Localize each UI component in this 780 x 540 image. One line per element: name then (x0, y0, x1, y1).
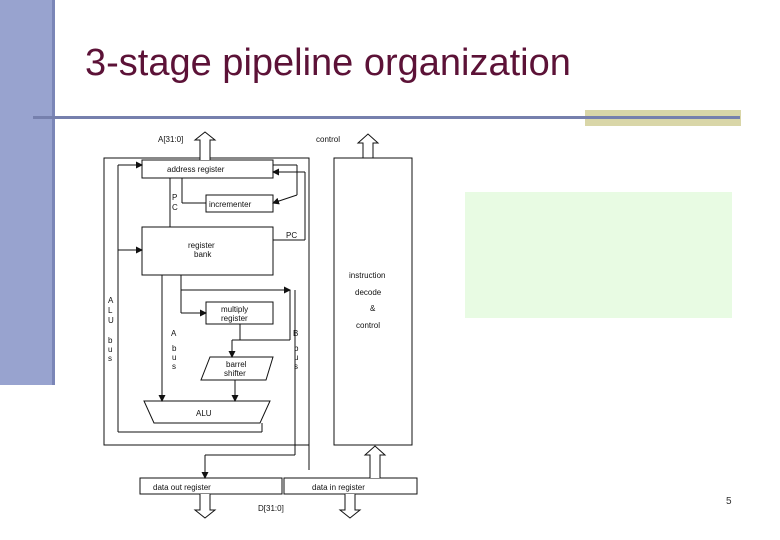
multiply-label-2: register (221, 314, 248, 323)
instruction-decode-box (333, 157, 413, 446)
barrel-label-1: barrel (226, 360, 247, 369)
left-accent-bar (0, 0, 52, 385)
data-out-register-box (139, 477, 283, 495)
alu-bus-char: A (108, 296, 114, 305)
a-bus-char: b (172, 344, 177, 353)
data-out-register-label: data out register (153, 483, 211, 492)
pc-left-label-p: P (172, 193, 177, 202)
register-bank-label-1: register (188, 241, 215, 250)
alu-bus-char: u (108, 345, 112, 354)
pc-left-label-c: C (172, 203, 178, 212)
green-highlight-box (465, 192, 732, 318)
alu-bus-char: U (108, 316, 114, 325)
barrel-label-2: shifter (224, 369, 246, 378)
alu-label: ALU (196, 409, 212, 418)
decode-label-2: decode (355, 288, 382, 297)
incrementer-label: incrementer (209, 200, 252, 209)
register-bank-label-2: bank (194, 250, 212, 259)
title-rule (33, 116, 740, 119)
b-bus-char: s (294, 362, 298, 371)
decode-label-4: control (356, 321, 380, 330)
b-bus-char: u (294, 353, 298, 362)
address-register-label: address register (167, 165, 225, 174)
alu-bus-char: s (108, 354, 112, 363)
b-bus-char: B (293, 329, 298, 338)
decode-label-3: & (370, 304, 376, 313)
data-in-register-label: data in register (312, 483, 365, 492)
b-bus-char: b (294, 344, 299, 353)
alu-bus-char: L (108, 306, 113, 315)
address-bus-label: A[31:0] (158, 135, 183, 144)
control-label: control (316, 135, 340, 144)
a-bus-char: s (172, 362, 176, 371)
a-bus-char: u (172, 353, 176, 362)
slide-title: 3-stage pipeline organization (85, 42, 571, 84)
data-bus-label: D[31:0] (258, 504, 284, 513)
a-bus-char: A (171, 329, 177, 338)
alu-shape (143, 400, 271, 424)
alu-bus-char: b (108, 336, 113, 345)
decode-label-1: instruction (349, 271, 385, 280)
barrel-shifter-shape (200, 356, 274, 381)
pc-right-label: PC (286, 231, 297, 240)
left-accent-bar-edge (52, 0, 55, 385)
page-number: 5 (726, 496, 732, 507)
multiply-label-1: multiply (221, 305, 248, 314)
